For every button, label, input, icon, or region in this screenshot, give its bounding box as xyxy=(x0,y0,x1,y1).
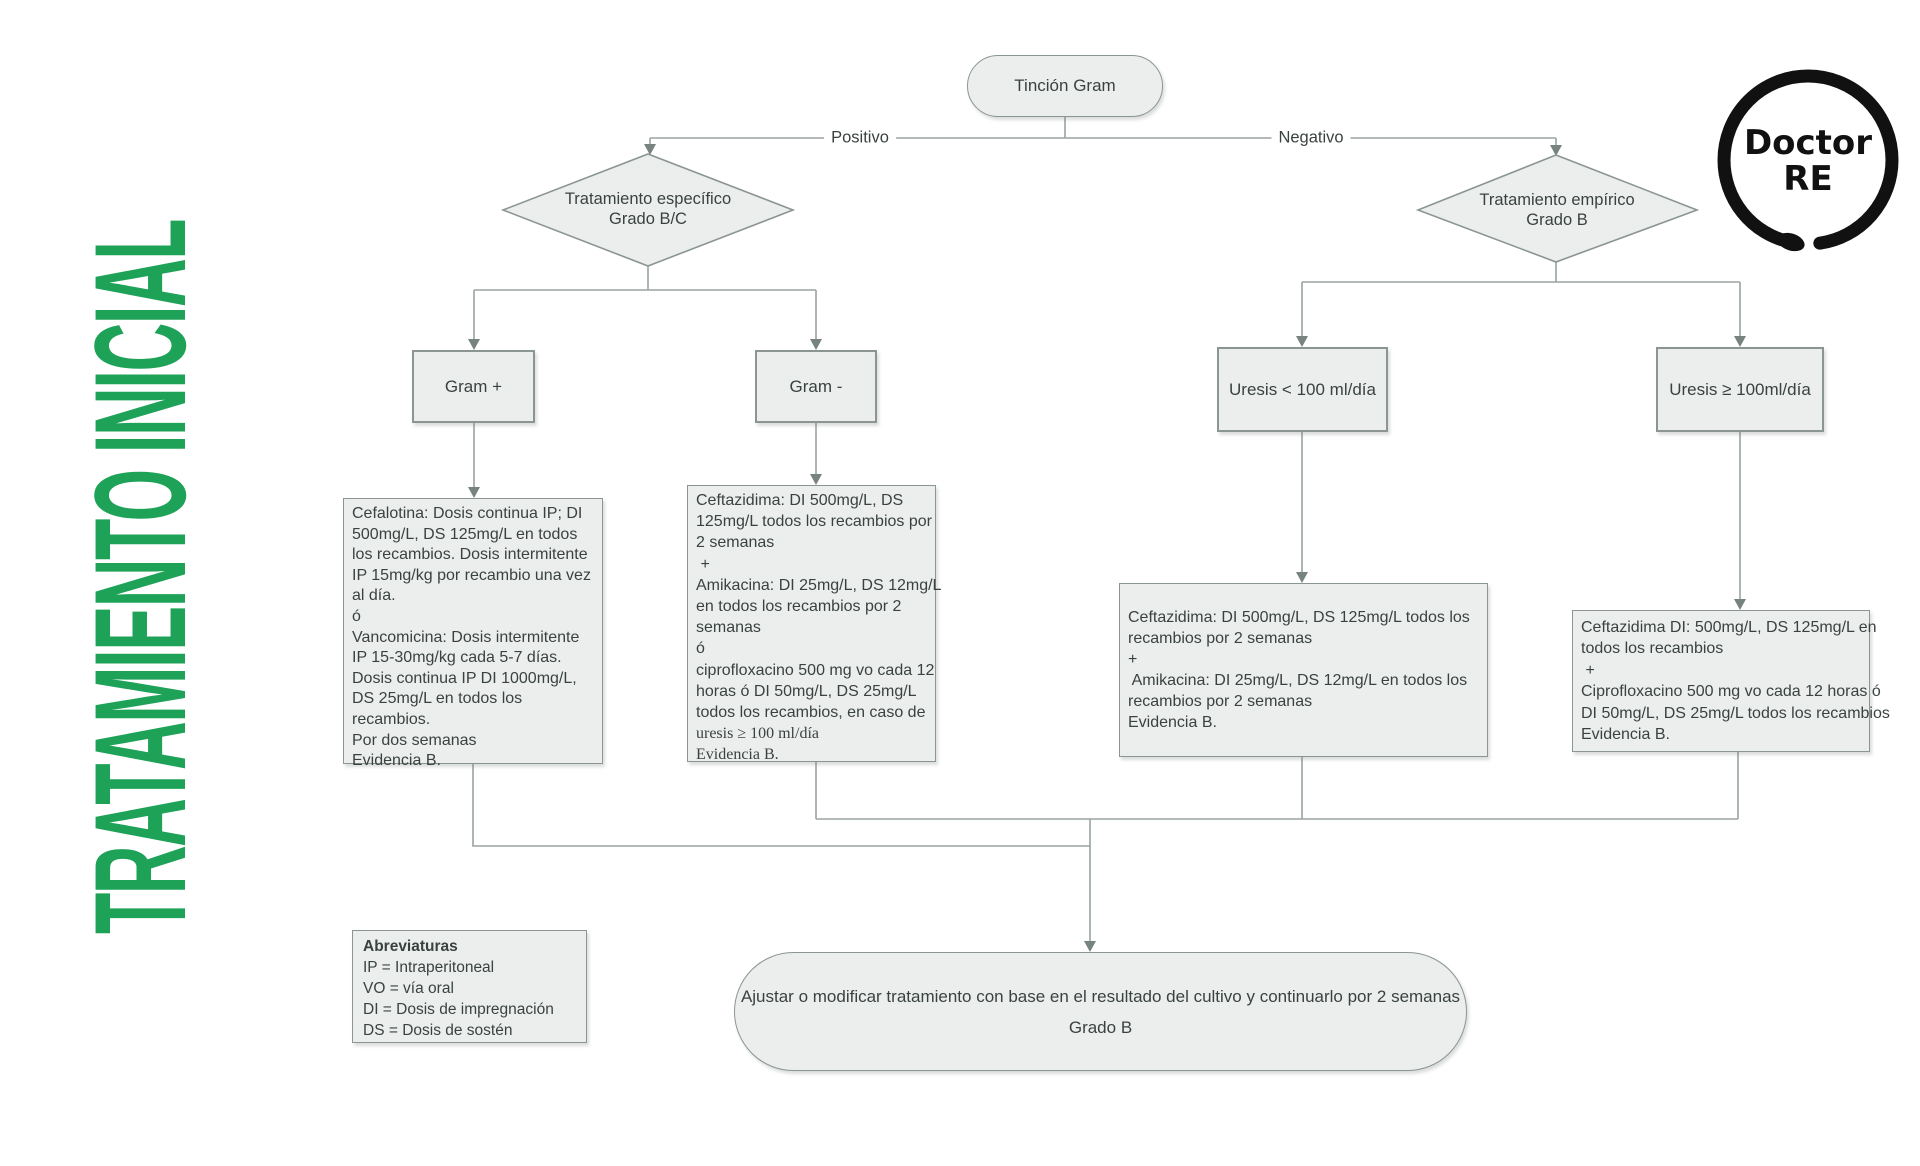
decision-left-line1: Tratamiento específico xyxy=(564,190,732,208)
decision-right-line2: Grado B xyxy=(1526,211,1588,229)
text-line: todos los recambios xyxy=(1581,640,1724,657)
arrowheads xyxy=(468,144,1746,952)
text-line: 2 semanas xyxy=(696,534,775,552)
text-line: horas ó DI 50mg/L, DS 25mg/L xyxy=(696,682,917,700)
text-line: IP 15mg/kg por recambio una vez xyxy=(352,566,591,584)
text-line: VO = vía oral xyxy=(363,980,454,997)
text-line: IP 15-30mg/kg cada 5-7 días. xyxy=(352,649,562,667)
logo-snake-head-icon xyxy=(1777,232,1805,252)
text-line: IP = Intraperitoneal xyxy=(363,959,495,976)
text-line: Vancomicina: Dosis intermitente xyxy=(352,628,580,646)
abbreviations-heading: Abreviaturas xyxy=(363,938,458,955)
final-node-line2: Grado B xyxy=(1068,1017,1133,1037)
final-node-adjust-treatment: Ajustar o modificar tratamiento con base… xyxy=(734,952,1467,1071)
text-line: Cefalotina: Dosis continua IP; DI xyxy=(352,505,583,522)
text-line: recambios por 2 semanas xyxy=(1128,630,1313,647)
decision-diamond-specific xyxy=(500,153,796,267)
gram-positive-label: Gram + xyxy=(444,376,503,396)
edge-label-positivo: Positivo xyxy=(824,128,896,148)
logo-text-line2: RE xyxy=(1783,159,1832,199)
text-line: Ceftazidima: DI 500mg/L, DS 125mg/L todo… xyxy=(1128,609,1470,626)
text-line: DI = Dosis de impregnación xyxy=(363,1001,554,1018)
text-line: recambios. xyxy=(352,710,431,728)
text-line: Dosis continua IP DI 1000mg/L, xyxy=(352,669,577,687)
text-line: Ceftazidima: DI 500mg/L, DS xyxy=(696,492,904,509)
decision-left-label: Tratamiento específico Grado B/C xyxy=(528,189,768,229)
node-uresis-high: Uresis ≥ 100ml/día xyxy=(1656,347,1824,432)
uresis-high-label: Uresis ≥ 100ml/día xyxy=(1669,379,1811,399)
node-uresis-low: Uresis < 100 ml/día xyxy=(1217,347,1388,432)
logo-ouroboros-circle-icon xyxy=(1717,69,1899,251)
abbreviations-list: IP = Intraperitoneal VO = vía oral DI = Do… xyxy=(363,957,576,1041)
connector-lines xyxy=(472,117,1741,943)
text-line: todos los recambios, en caso de xyxy=(696,704,926,722)
text-line: Amikacina: DI 25mg/L, DS 12mg/L xyxy=(696,576,942,594)
text-line: 125mg/L todos los recambios por xyxy=(696,513,932,531)
text-line: uresis ≥ 100 ml/día xyxy=(696,725,819,743)
text-line: ciprofloxacino 500 mg vo cada 12 xyxy=(696,661,935,679)
text-line: + xyxy=(696,555,710,573)
edge-label-negativo: Negativo xyxy=(1271,128,1351,148)
text-line: Evidencia B. xyxy=(696,746,779,764)
decision-left-line2: Grado B/C xyxy=(609,210,687,228)
doctor-re-logo: Doctor RE xyxy=(1717,69,1899,252)
text-line: Ceftazidima DI: 500mg/L, DS 125mg/L en xyxy=(1581,618,1877,636)
treatment-box-uresis-low: Ceftazidima: DI 500mg/L, DS 125mg/L todo… xyxy=(1119,583,1488,757)
text-line: recambios por 2 semanas xyxy=(1128,693,1313,710)
text-line: los recambios. Dosis intermitente xyxy=(352,546,588,564)
text-line: al día. xyxy=(352,587,396,605)
text-line: Amikacina: DI 25mg/L, DS 12mg/L en todos… xyxy=(1128,672,1468,689)
start-node-label: Tinción Gram xyxy=(1014,76,1116,95)
decision-right-label: Tratamiento empírico Grado B xyxy=(1437,190,1677,230)
text-line: DI 50mg/L, DS 25mg/L todos los recambios xyxy=(1581,704,1890,722)
text-line: DS 25mg/L en todos los xyxy=(352,690,523,708)
text-line: Evidencia B. xyxy=(1128,714,1217,731)
final-node-line1: Ajustar o modificar tratamiento con base… xyxy=(740,986,1461,1006)
treatment-box-gram-positive: Cefalotina: Dosis continua IP; DI 500mg/L… xyxy=(343,498,603,769)
treatment-box-gram-negative: Ceftazidima: DI 500mg/L, DS 125mg/L todos… xyxy=(687,485,942,765)
uresis-low-label: Uresis < 100 ml/día xyxy=(1229,379,1376,399)
text-line: + xyxy=(1128,651,1138,668)
text-line: Ciprofloxacino 500 mg vo cada 12 horas ó xyxy=(1581,683,1881,700)
treatment-gram-negative-sans: Ceftazidima: DI 500mg/L, DS 125mg/L todos… xyxy=(696,490,942,723)
node-gram-positive: Gram + xyxy=(412,350,535,423)
text-line: ó xyxy=(352,607,361,625)
text-line: en todos los recambios por 2 xyxy=(696,598,902,616)
text-line: Evidencia B. xyxy=(1581,726,1670,743)
treatment-box-uresis-high: Ceftazidima DI: 500mg/L, DS 125mg/L en to… xyxy=(1572,610,1890,752)
text-line: 500mg/L, DS 125mg/L en todos xyxy=(352,525,578,543)
abbreviations-box: Abreviaturas IP = Intraperitoneal VO = ví… xyxy=(352,930,587,1043)
text-line: ó xyxy=(696,640,705,658)
text-line: DS = Dosis de sostén xyxy=(363,1022,513,1039)
text-line: semanas xyxy=(696,619,761,637)
logo-text-line1: Doctor xyxy=(1744,123,1872,163)
decision-diamond-empiric xyxy=(1415,154,1700,263)
page-title: TRATAMIENTO INICIAL xyxy=(67,220,213,934)
text-line: Evidencia B. xyxy=(352,752,441,770)
decision-right-line1: Tratamiento empírico xyxy=(1479,191,1635,209)
start-node-tincion-gram: Tinción Gram xyxy=(967,55,1163,117)
node-gram-negative: Gram - xyxy=(755,350,877,423)
text-line: Por dos semanas xyxy=(352,731,477,749)
gram-negative-label: Gram - xyxy=(789,376,843,396)
text-line: + xyxy=(1581,661,1595,679)
